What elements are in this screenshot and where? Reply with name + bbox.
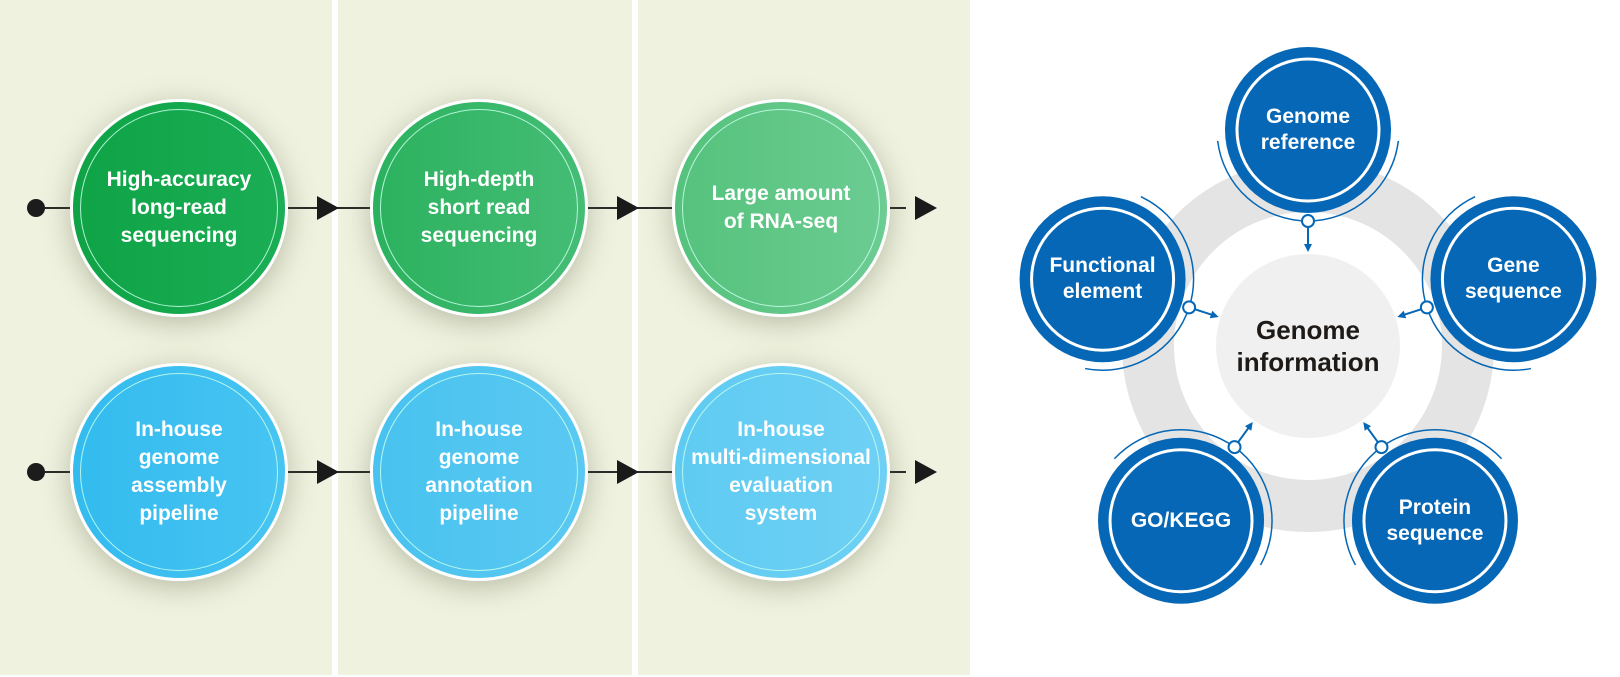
arrow-to-center-icon — [1236, 422, 1253, 444]
step-high-depth-short-read: High-depth short read sequencing — [370, 99, 588, 317]
step-rna-seq: Large amount of RNA-seq — [672, 99, 890, 317]
step-label: In-house genome assembly pipeline — [131, 418, 227, 525]
arrow-right-icon — [617, 460, 639, 484]
hub-node-gene-sequence — [1397, 196, 1597, 371]
step-label: High-depth short read sequencing — [420, 168, 538, 247]
arrow-right-icon — [915, 196, 937, 220]
center-genome-information: Genome information — [1236, 315, 1380, 377]
connector-knob-icon — [1419, 300, 1434, 315]
inner-ring — [682, 373, 880, 571]
arrow-to-center-icon — [1397, 307, 1423, 319]
inner-ring — [380, 109, 578, 307]
node-label-functional-element: Functional element — [1049, 254, 1156, 304]
arrow-to-center-icon — [1193, 307, 1219, 319]
hub-node-functional-element — [1019, 196, 1219, 371]
node-circle — [1430, 196, 1597, 363]
node-label-genome-reference: Genome reference — [1260, 105, 1356, 154]
node-label-go-kegg: GO/KEGG — [1130, 508, 1232, 532]
node-circle — [1098, 437, 1265, 604]
inner-ring — [682, 109, 880, 307]
inner-ring — [380, 373, 578, 571]
step-genome-annotation-pipeline: In-house genome annotation pipeline — [370, 363, 588, 581]
arrow-to-center-icon — [1363, 422, 1380, 444]
node-inner-ring — [1440, 206, 1586, 352]
hub-node-protein-sequence — [1343, 422, 1518, 604]
step-label: Large amount of RNA-seq — [711, 182, 851, 233]
start-dot-icon — [27, 199, 45, 217]
arrow-right-icon — [617, 196, 639, 220]
node-label-protein-sequence: Protein sequence — [1386, 495, 1484, 545]
arrow-right-icon — [317, 196, 339, 220]
node-inner-ring — [1030, 206, 1176, 352]
step-high-accuracy-long-read: High-accuracy long-read sequencing — [70, 99, 288, 317]
step-label: High-accuracy long-read sequencing — [106, 168, 252, 247]
step-label: In-house genome annotation pipeline — [425, 418, 533, 525]
node-inner-ring — [1108, 448, 1254, 594]
center-circle — [1216, 254, 1400, 438]
node-inner-ring — [1235, 57, 1381, 203]
start-dot-icon — [27, 463, 45, 481]
inner-ring — [80, 373, 278, 571]
node-circle — [1225, 47, 1391, 213]
node-inner-ring — [1362, 448, 1508, 594]
connector-knob-icon — [1374, 440, 1389, 455]
step-genome-assembly-pipeline: In-house genome assembly pipeline — [70, 363, 288, 581]
arrow-right-icon — [317, 460, 339, 484]
step-evaluation-system: In-house multi-dimensional evaluation sy… — [672, 363, 890, 581]
connector-knob-icon — [1182, 300, 1197, 315]
connector-knob-icon — [1301, 214, 1315, 228]
node-circle — [1351, 437, 1518, 604]
step-label: In-house multi-dimensional evaluation sy… — [691, 418, 871, 525]
inner-ring — [80, 109, 278, 307]
arrow-right-icon — [915, 460, 937, 484]
node-label-gene-sequence: Gene sequence — [1464, 254, 1562, 304]
hub-node-genome-reference — [1216, 47, 1400, 252]
connector-knob-icon — [1227, 440, 1242, 455]
hub-node-go-kegg — [1098, 422, 1273, 604]
node-circle — [1019, 196, 1186, 363]
